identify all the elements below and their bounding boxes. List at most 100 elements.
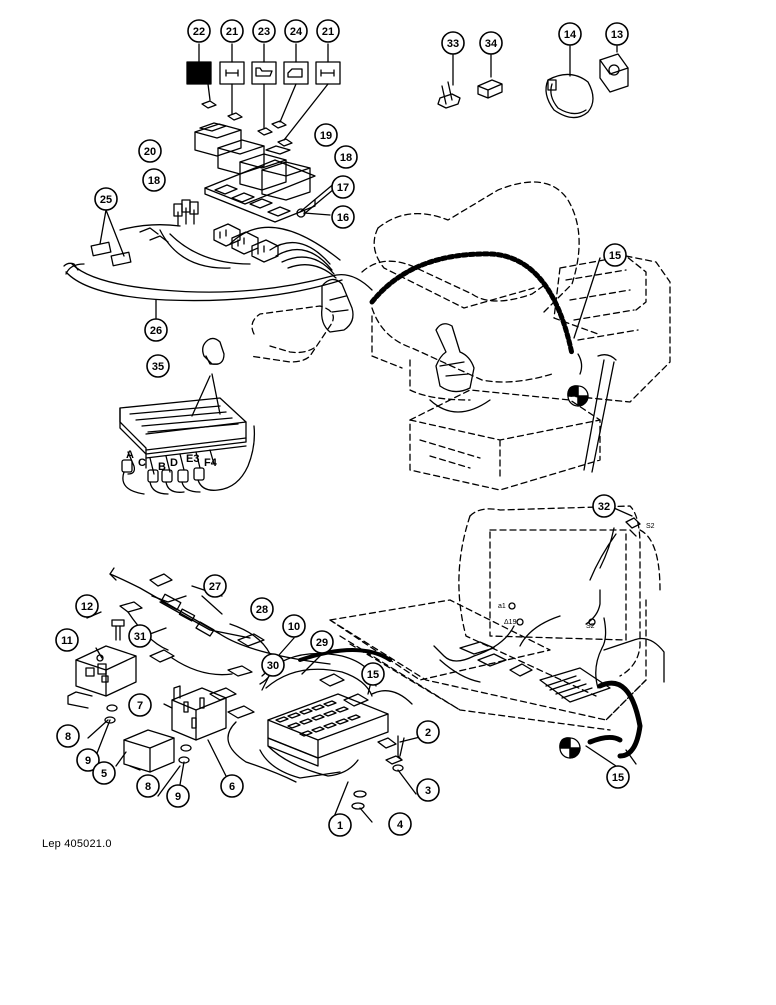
callout-number-c30: 30: [267, 660, 279, 672]
callout-circle-c12: [75, 594, 99, 618]
cab-seat-phantom: [249, 181, 671, 491]
callout-number-c18b: 18: [340, 152, 352, 164]
callout-circle-c5: [92, 761, 116, 785]
callout-number-c17: 17: [337, 182, 349, 194]
callout-number-c9a: 9: [85, 755, 91, 767]
panel-mark-s2: S2: [586, 623, 595, 630]
callout-circle-c15a: [603, 243, 627, 267]
panel-wiring: [433, 507, 665, 759]
connector-label-e3: E3: [186, 453, 199, 465]
callout-circle-c35: [146, 354, 170, 378]
callout-number-c21a: 21: [226, 26, 238, 38]
callout-number-c24: 24: [290, 26, 303, 38]
callout-circle-c15c: [606, 765, 630, 789]
callout-circle-c28: [250, 597, 274, 621]
callout-circle-c15b: [361, 662, 385, 686]
control-module-35: [119, 337, 256, 495]
callout-circle-c3: [416, 778, 440, 802]
callout-circle-c13: [605, 22, 629, 46]
rocker-switch-assembly: [194, 122, 341, 223]
callout-circle-c17: [331, 175, 355, 199]
connector-label-d: D: [170, 457, 178, 469]
callout-number-c29: 29: [316, 637, 328, 649]
panel-mark-a1: a1: [498, 603, 506, 610]
callout-number-c26: 26: [150, 325, 162, 337]
panel-marks: a1 Δ19 S2 S2: [498, 523, 655, 630]
callout-number-c5: 5: [101, 768, 107, 780]
callout-number-c21b: 21: [322, 26, 334, 38]
callout-number-c10: 10: [288, 621, 300, 633]
callout-circle-c23: [252, 19, 276, 43]
switch-harness: [63, 199, 373, 319]
joystick-lever: [321, 278, 491, 413]
callout-number-c34: 34: [485, 38, 498, 50]
callout-number-c14: 14: [564, 29, 577, 41]
callout-number-c4: 4: [397, 819, 404, 831]
callout-number-c3: 3: [425, 785, 431, 797]
callout-number-c15a: 15: [609, 250, 621, 262]
callout-number-c8b: 8: [145, 781, 151, 793]
callout-number-c11: 11: [61, 635, 73, 647]
callout-number-c16: 16: [337, 212, 349, 224]
callout-number-c27: 27: [209, 581, 221, 593]
callout-number-c7: 7: [137, 700, 143, 712]
callout-circle-c18a: [142, 168, 166, 192]
callout-circle-c6: [220, 774, 244, 798]
callout-circle-c22: [187, 19, 211, 43]
callout-number-c23: 23: [258, 26, 270, 38]
callout-circle-c16: [331, 205, 355, 229]
seat-harness-15: [369, 251, 617, 473]
callout-number-c13: 13: [611, 29, 623, 41]
callout-circle-c9a: [76, 748, 100, 772]
callout-number-c31: 31: [134, 631, 146, 643]
callout-circle-c4: [388, 812, 412, 836]
callout-circle-c34: [479, 31, 503, 55]
callout-circle-c11: [55, 628, 79, 652]
callout-circle-c10: [282, 614, 306, 638]
callout-number-c20: 20: [144, 146, 156, 158]
callout-circle-c21a: [220, 19, 244, 43]
callout-circle-c20: [138, 139, 162, 163]
callout-number-c19: 19: [320, 130, 332, 142]
callout-number-c15b: 15: [367, 669, 379, 681]
callout-circle-c14: [558, 22, 582, 46]
callout-circle-c26: [144, 318, 168, 342]
callout-circle-c9b: [166, 784, 190, 808]
callout-circle-c29: [310, 630, 334, 654]
callout-number-c28: 28: [256, 604, 268, 616]
connector-label-b: B: [158, 461, 166, 473]
rear-panel-phantom: [329, 505, 661, 731]
panel-mark-s2b: S2: [646, 523, 655, 530]
callout-circle-c1: [328, 813, 352, 837]
ground-point-lower: [559, 734, 637, 765]
reference-code: Lep 405021.0: [42, 838, 112, 850]
panel-mark-d19: Δ19: [504, 619, 517, 626]
callout-number-c8a: 8: [65, 731, 71, 743]
callout-circle-c32: [592, 494, 616, 518]
callout-number-c6: 6: [229, 781, 235, 793]
callout-circle-c19: [314, 123, 338, 147]
callout-number-c25: 25: [100, 194, 112, 206]
callout-number-c35: 35: [152, 361, 164, 373]
callout-circle-c24: [284, 19, 308, 43]
callout-circle-c21b: [316, 19, 340, 43]
symbol-label-22: [186, 61, 212, 85]
callout-circle-c7: [128, 693, 152, 717]
callout-circle-c31: [128, 624, 152, 648]
callout-circle-c18b: [334, 145, 358, 169]
switch-symbol-labels: [186, 43, 341, 147]
fuse-relay-assembly: [67, 567, 617, 823]
callout-circle-c2: [416, 720, 440, 744]
callout-number-c22: 22: [193, 26, 205, 38]
callout-number-c33: 33: [447, 38, 459, 50]
callout-circle-c27: [203, 574, 227, 598]
small-parts-top: [437, 45, 629, 119]
callout-circle-c33: [441, 31, 465, 55]
connector-label-f4: F4: [204, 457, 218, 469]
callout-number-c12: 12: [81, 601, 93, 613]
callout-circle-c30: [261, 653, 285, 677]
connector-letters: A C B D E3 F4: [126, 449, 218, 473]
callout-circle-c8a: [56, 724, 80, 748]
